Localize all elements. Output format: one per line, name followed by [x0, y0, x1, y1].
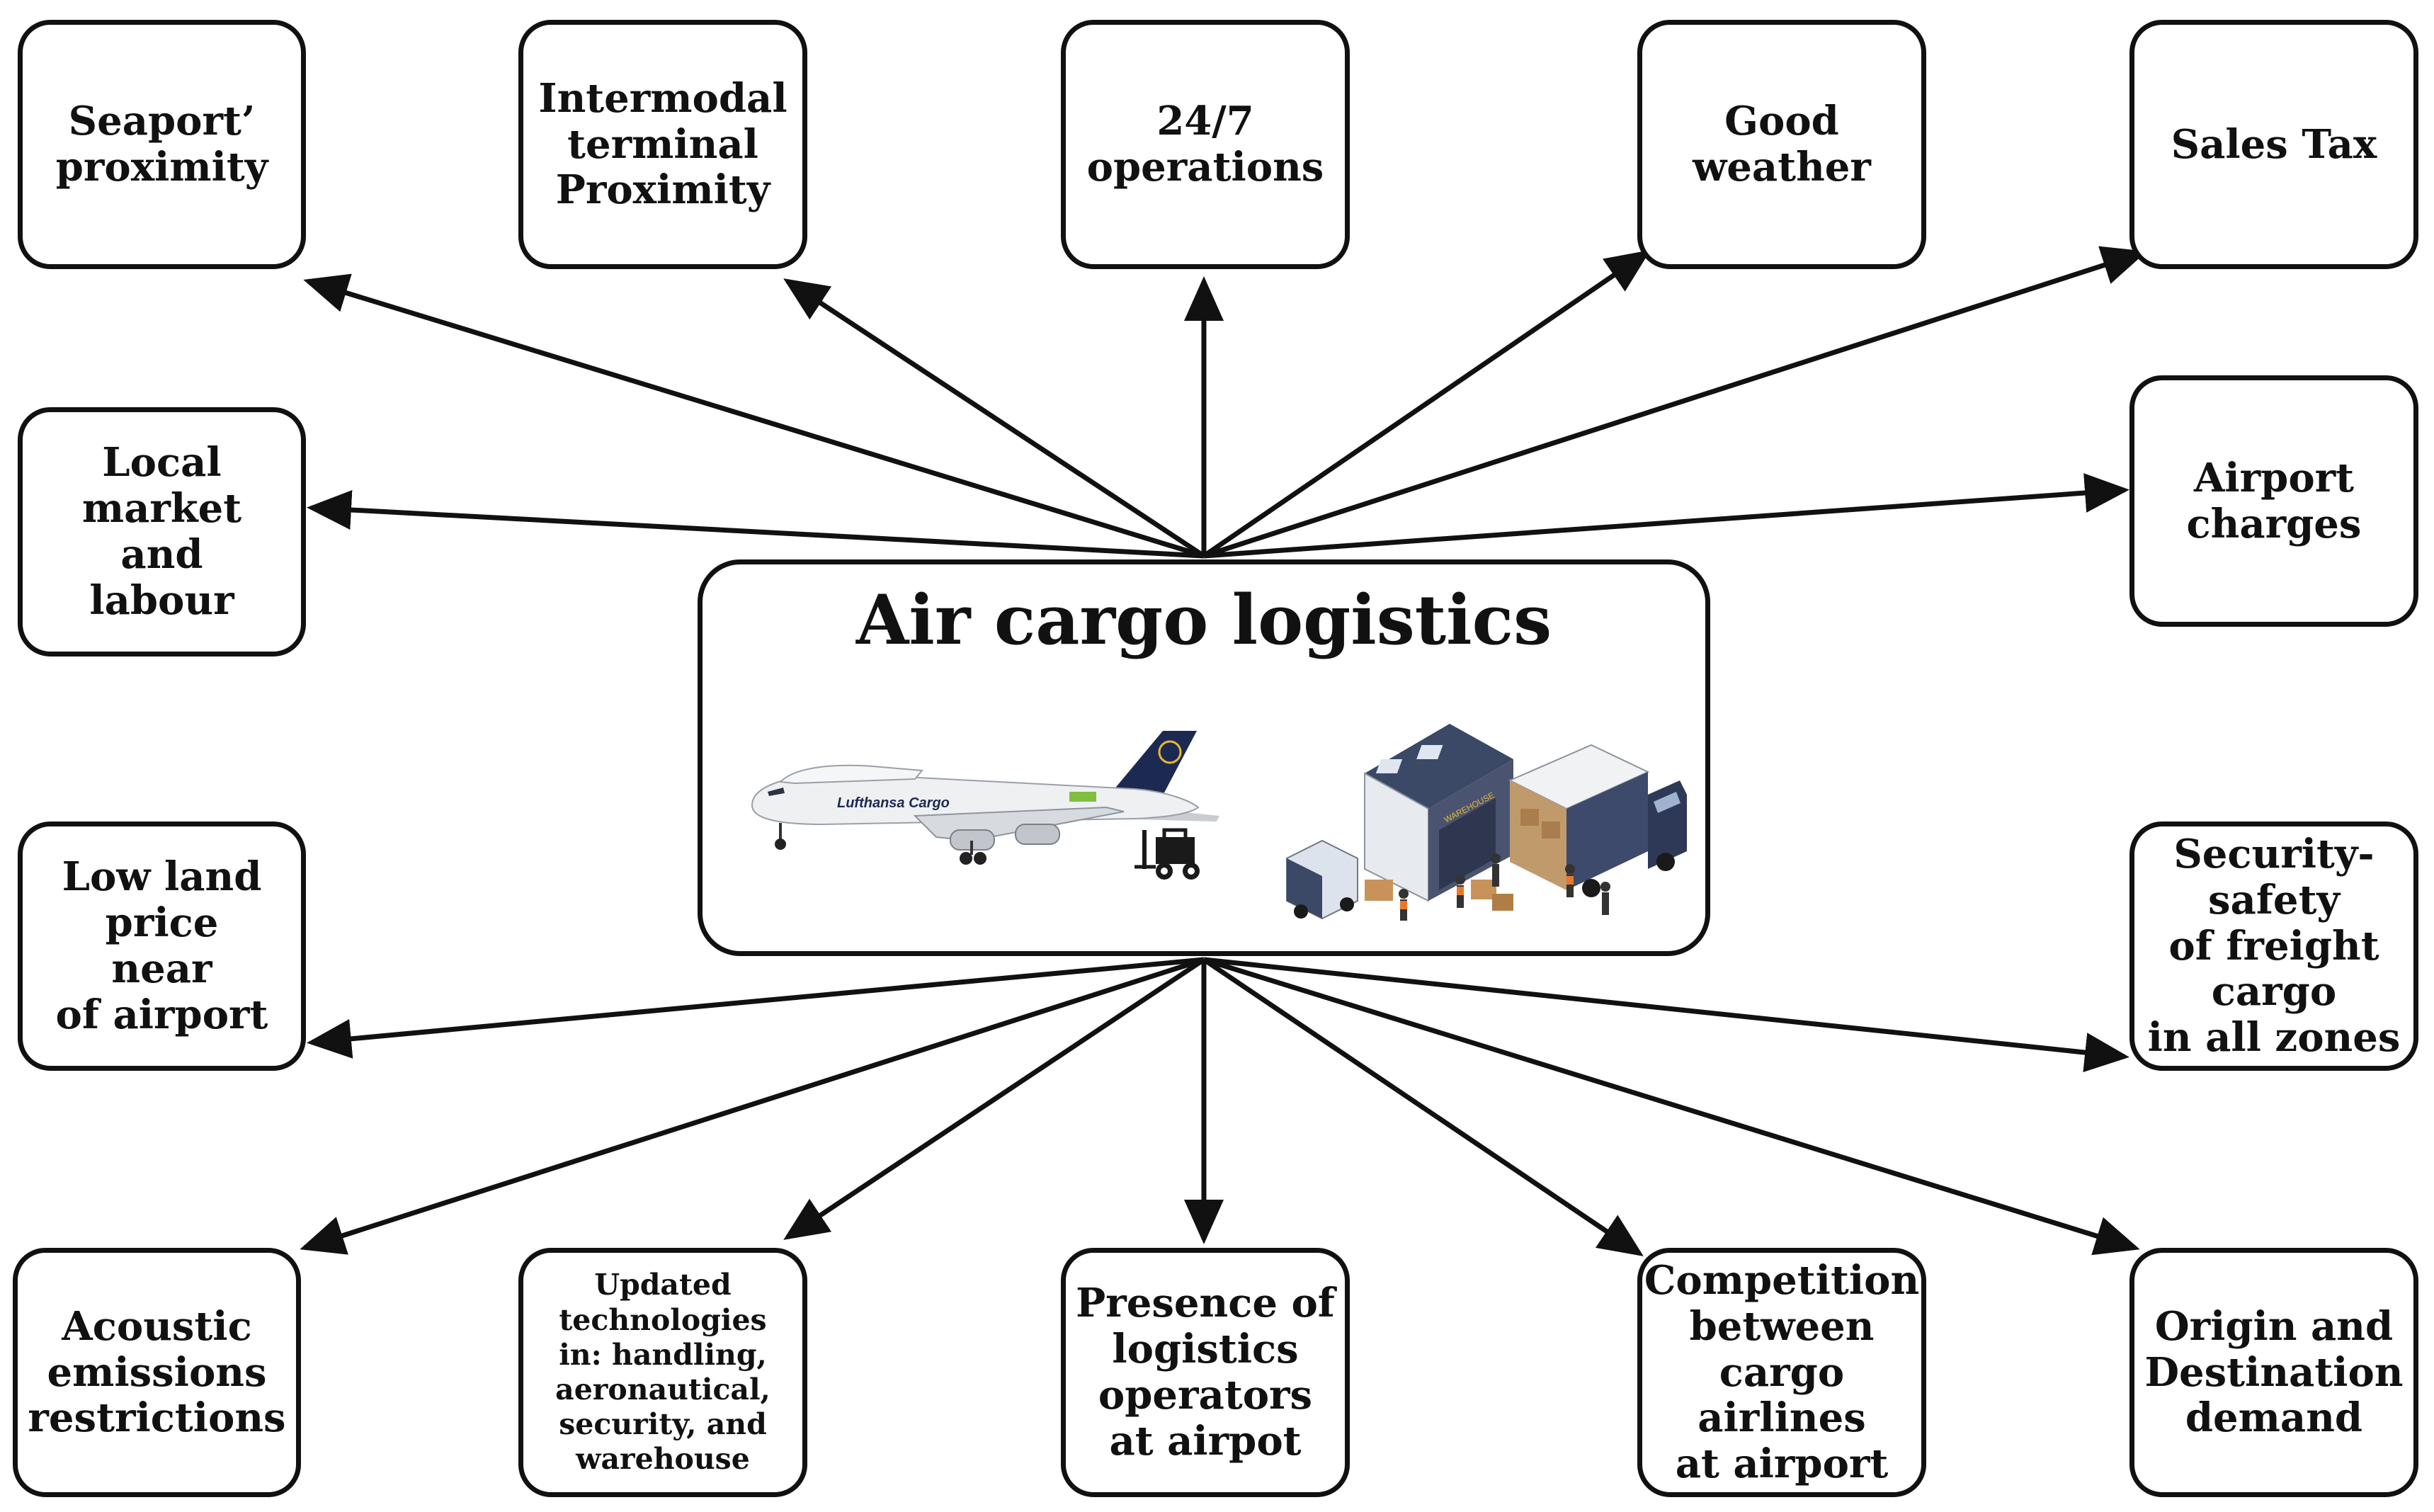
factor-label: Origin and Destination demand [2144, 1302, 2404, 1442]
factor-box-operators: Presence of logistics operators at airpo… [1061, 1248, 1350, 1497]
cargo-plane-icon: Lufthansa Cargo [751, 731, 1219, 880]
arrow-competition [1202, 957, 1644, 1256]
factor-label: Sales Tax [2171, 120, 2377, 168]
arrow-salestax [1202, 246, 2147, 559]
factor-box-demand: Origin and Destination demand [2129, 1248, 2418, 1497]
factor-label: Intermodal terminal Proximity [538, 74, 787, 214]
factor-label: Updated technologies in: handling, aeron… [555, 1268, 770, 1477]
arrow-security [1203, 957, 2129, 1072]
factor-label: Presence of logistics operators at airpo… [1076, 1280, 1335, 1465]
factor-label: Seaport’ proximity [55, 98, 268, 191]
arrow-seaport [303, 273, 1205, 559]
arrow-airportcharges [1203, 473, 2129, 559]
factor-label: Security-safety of freight cargo in all … [2147, 830, 2401, 1062]
arrow-demand [1202, 957, 2140, 1256]
arrow-intermodal [783, 278, 1205, 558]
factor-box-landprice: Low land price near of airport [18, 822, 306, 1071]
arrow-localmarket [307, 490, 1205, 559]
factor-label: Good weather [1693, 98, 1871, 191]
factor-box-salestax: Sales Tax [2129, 20, 2418, 269]
factor-label: 24/7 operations [1086, 98, 1324, 191]
factor-label: Competition between cargo airlines at ai… [1644, 1256, 1920, 1488]
factor-box-airportcharges: Airport charges [2129, 375, 2418, 627]
arrow-technologies [783, 957, 1205, 1240]
factor-box-competition: Competition between cargo airlines at ai… [1637, 1248, 1926, 1497]
factor-label: Local market and labour [81, 439, 242, 624]
arrow-acoustic [300, 957, 1205, 1255]
factor-box-ops247: 24/7 operations [1061, 20, 1350, 269]
factor-box-intermodal: Intermodal terminal Proximity [518, 20, 807, 269]
factor-box-security: Security-safety of freight cargo in all … [2129, 822, 2418, 1071]
arrow-landprice [307, 957, 1205, 1059]
factor-box-localmarket: Local market and labour [18, 407, 306, 656]
central-topic-box: Air cargo logistics Lufthansa Cargo [698, 559, 1710, 956]
factor-box-technologies: Updated technologies in: handling, aeron… [518, 1248, 807, 1497]
factor-box-weather: Good weather [1637, 20, 1926, 269]
factor-box-seaport: Seaport’ proximity [18, 20, 306, 269]
factor-box-acoustic: Acoustic emissions restrictions [13, 1248, 301, 1497]
airline-text: Lufthansa Cargo [837, 795, 950, 811]
arrow-weather [1202, 250, 1651, 558]
factor-label: Airport charges [2186, 454, 2362, 547]
warehouse-icon: WAREHOUSE [1286, 724, 1687, 921]
central-topic-title: Air cargo logistics [855, 580, 1552, 660]
factor-label: Low land price near of airport [55, 853, 268, 1038]
factor-label: Acoustic emissions restrictions [28, 1302, 286, 1442]
